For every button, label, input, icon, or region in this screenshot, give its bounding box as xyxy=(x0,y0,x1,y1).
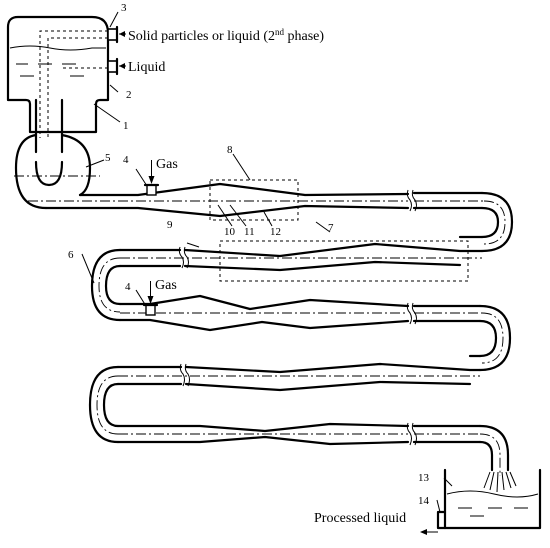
callout-5: 5 xyxy=(105,152,111,164)
bend-left-4 xyxy=(88,365,120,444)
label-gas-lower: Gas xyxy=(155,278,177,293)
receiving-tank xyxy=(443,468,542,530)
pipe-row-2 xyxy=(118,235,484,272)
label-liquid: Liquid xyxy=(128,60,165,75)
pipe-row-5 xyxy=(116,422,482,446)
callout-3: 3 xyxy=(121,2,127,14)
callout-12: 12 xyxy=(270,226,281,238)
leader-lines xyxy=(81,11,453,513)
pipe-row-3 xyxy=(118,294,482,332)
callout-numbers: 3 2 1 5 4 8 10 11 12 7 9 6 4 13 14 xyxy=(68,2,430,507)
callout-11: 11 xyxy=(244,226,255,238)
label-gas-top: Gas xyxy=(156,157,178,172)
callout-9: 9 xyxy=(167,219,173,231)
callout-6: 6 xyxy=(68,249,74,261)
callout-4-lower: 4 xyxy=(125,281,131,293)
outlet-bend xyxy=(478,424,510,476)
label-processed-liquid: Processed liquid xyxy=(314,511,406,526)
callout-10: 10 xyxy=(224,226,236,238)
callout-7: 7 xyxy=(328,222,334,234)
region-box-8 xyxy=(209,179,299,221)
callout-1: 1 xyxy=(123,120,129,132)
callout-14: 14 xyxy=(418,495,430,507)
liquid-inlet xyxy=(107,57,126,76)
supply-tank xyxy=(6,15,110,154)
gas-injector-top xyxy=(143,160,160,196)
callout-2: 2 xyxy=(126,89,132,101)
pipe-row-1 xyxy=(28,182,484,218)
callout-4-top: 4 xyxy=(123,154,129,166)
outlet-nozzle xyxy=(420,510,447,535)
callout-8: 8 xyxy=(227,144,233,156)
second-phase-inlet xyxy=(107,25,126,44)
bend-left-2 xyxy=(90,248,122,322)
bend-right-1 xyxy=(480,191,514,253)
pipe-row-4 xyxy=(116,354,482,392)
gas-injector-lower xyxy=(142,281,159,316)
label-solid-inlet: Solid particles or liquid (2nd phase) xyxy=(128,27,324,44)
callout-13: 13 xyxy=(418,472,430,484)
volute xyxy=(14,133,100,210)
spray-jets xyxy=(483,471,517,493)
bend-right-3 xyxy=(478,304,512,372)
